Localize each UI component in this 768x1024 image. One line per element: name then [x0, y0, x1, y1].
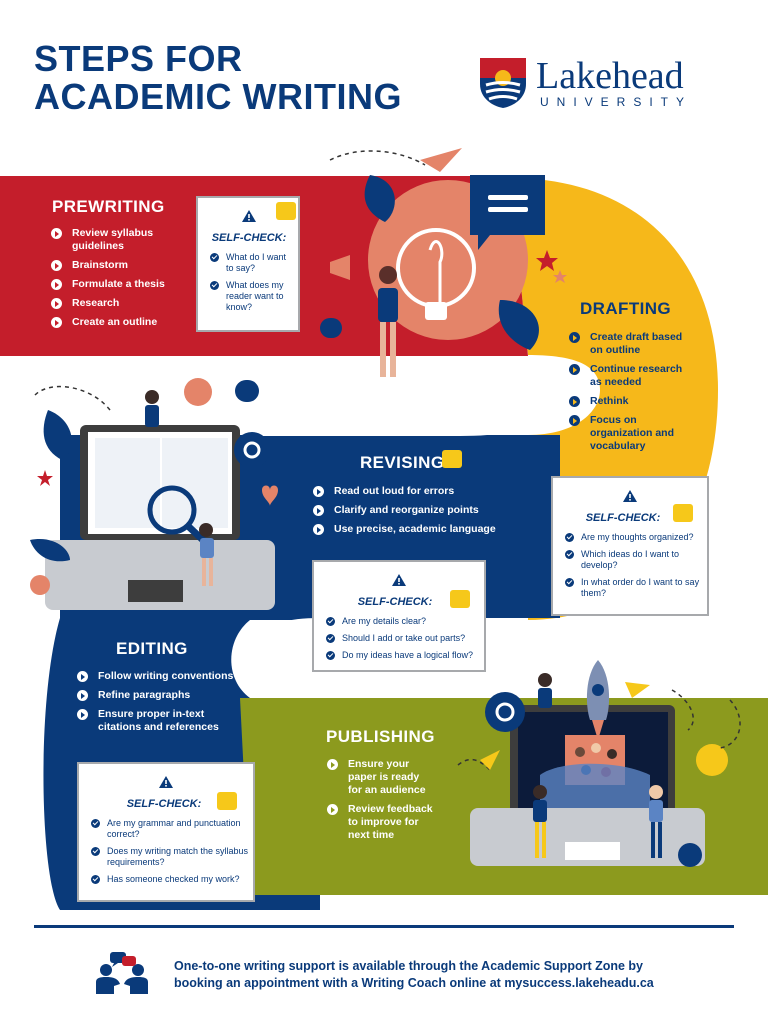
list-item: Create an outline [48, 316, 178, 329]
revising-list: Read out loud for errors Clarify and reo… [310, 485, 510, 542]
list-item: Focus on organization and vocabulary [566, 414, 686, 453]
publishing-laptop-illustration [457, 660, 741, 867]
revising-heading: REVISING [360, 453, 445, 472]
publishing-heading: PUBLISHING [326, 727, 435, 746]
selfcheck-list: What do I want to say? What does my read… [210, 252, 294, 319]
list-item: Continue research as needed [566, 363, 686, 389]
university-logo-name: Lakehead [536, 55, 684, 97]
footer-line-2: booking an appointment with a Writing Co… [174, 976, 654, 990]
publishing-list: Ensure your paper is ready for an audien… [324, 758, 434, 848]
chat-bubble-icon [673, 504, 693, 522]
people-chat-icon [96, 952, 148, 994]
warning-icon [623, 490, 637, 502]
selfcheck-title: SELF-CHECK: [211, 232, 287, 244]
selfcheck-title: SELF-CHECK: [357, 596, 433, 608]
warning-icon [392, 574, 406, 586]
drafting-list: Create draft based on outline Continue r… [566, 331, 686, 459]
check-item: Does my writing match the syllabus requi… [91, 846, 251, 868]
list-item: Create draft based on outline [566, 331, 686, 357]
check-item: Has someone checked my work? [91, 874, 251, 885]
list-item: Formulate a thesis [48, 278, 178, 291]
selfcheck-list: Are my thoughts organized? Which ideas d… [565, 532, 705, 605]
list-item: Review feedback to improve for next time [324, 803, 434, 842]
chat-bubble-icon [442, 450, 462, 468]
list-item: Rethink [566, 395, 686, 408]
list-item: Review syllabus guidelines [48, 227, 178, 253]
warning-icon [159, 776, 173, 788]
revising-selfcheck-card: SELF-CHECK: Are my details clear? Should… [312, 560, 486, 672]
selfcheck-list: Are my grammar and punctuation correct? … [91, 818, 251, 891]
list-item: Brainstorm [48, 259, 178, 272]
prewriting-heading: PREWRITING [52, 197, 165, 216]
list-item: Clarify and reorganize points [310, 504, 510, 517]
chat-bubble-icon [217, 792, 237, 810]
revising-laptop-illustration [30, 378, 278, 610]
check-item: Which ideas do I want to develop? [565, 549, 705, 571]
university-crest-icon [480, 58, 526, 108]
selfcheck-title: SELF-CHECK: [126, 798, 202, 810]
warning-icon [242, 210, 256, 222]
footer-support-text: One-to-one writing support is available … [174, 958, 734, 992]
drafting-heading: DRAFTING [580, 299, 672, 318]
list-item: Use precise, academic language [310, 523, 510, 536]
lightbulb-illustration [320, 148, 567, 377]
selfcheck-title: SELF-CHECK: [585, 512, 661, 524]
title-line-1: STEPS FOR [34, 38, 243, 79]
check-item: In what order do I want to say them? [565, 577, 705, 599]
list-item: Refine paragraphs [74, 689, 244, 702]
check-item: Do my ideas have a logical flow? [326, 650, 484, 661]
list-item: Research [48, 297, 178, 310]
university-logo-sub: UNIVERSITY [540, 95, 693, 109]
selfcheck-list: Are my details clear? Should I add or ta… [326, 616, 484, 667]
footer-divider [34, 925, 734, 928]
prewriting-selfcheck-card: SELF-CHECK: What do I want to say? What … [196, 196, 300, 332]
editing-heading: EDITING [116, 639, 188, 658]
chat-bubble-icon [450, 590, 470, 608]
editing-list: Follow writing conventions Refine paragr… [74, 670, 244, 740]
prewriting-list: Review syllabus guidelines Brainstorm Fo… [48, 227, 178, 335]
check-item: Should I add or take out parts? [326, 633, 484, 644]
list-item: Ensure proper in-text citations and refe… [74, 708, 244, 734]
chat-bubble-icon [276, 202, 296, 220]
check-item: Are my thoughts organized? [565, 532, 705, 543]
list-item: Ensure your paper is ready for an audien… [324, 758, 434, 797]
title-line-2: ACADEMIC WRITING [34, 76, 402, 117]
footer-line-1: One-to-one writing support is available … [174, 959, 644, 973]
check-item: Are my details clear? [326, 616, 484, 627]
check-item: Are my grammar and punctuation correct? [91, 818, 251, 840]
list-item: Follow writing conventions [74, 670, 244, 683]
list-item: Read out loud for errors [310, 485, 510, 498]
drafting-selfcheck-card: SELF-CHECK: Are my thoughts organized? W… [551, 476, 709, 616]
page-title: STEPS FOR ACADEMIC WRITING [34, 40, 402, 116]
check-item: What does my reader want to know? [210, 280, 294, 313]
check-item: What do I want to say? [210, 252, 294, 274]
editing-selfcheck-card: SELF-CHECK: Are my grammar and punctuati… [77, 762, 255, 902]
